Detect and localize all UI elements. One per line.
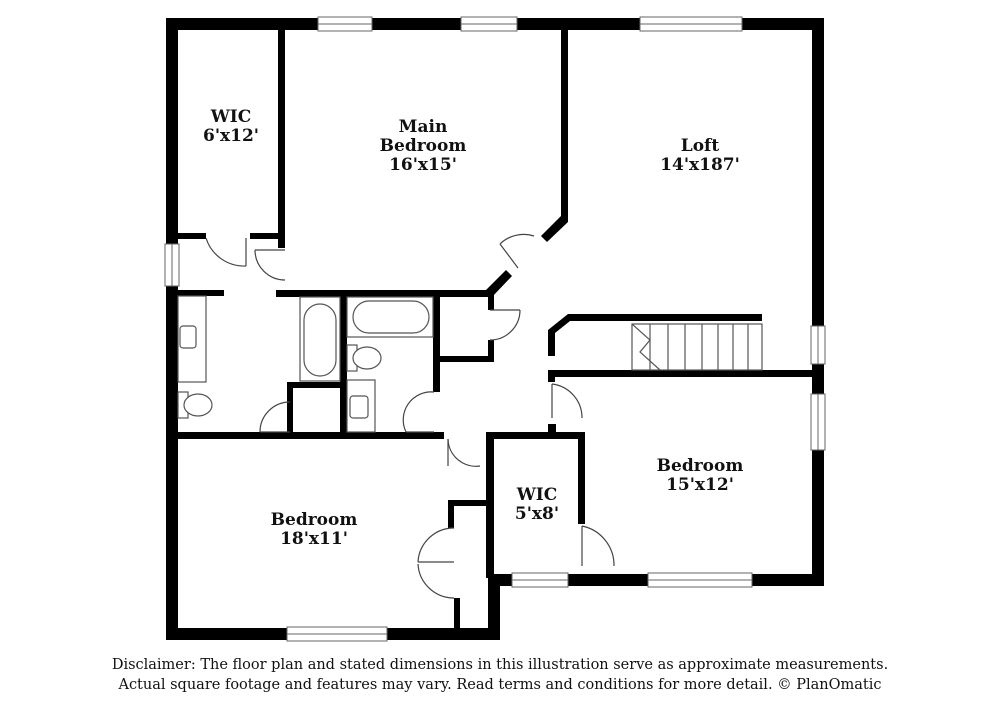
- loft-size: 14'x187': [660, 155, 740, 175]
- disclaimer-line-2: Actual square footage and features may v…: [118, 677, 882, 693]
- loft-name: Loft: [681, 136, 720, 156]
- wic-main-name: WIC: [210, 107, 252, 127]
- wic-small-size: 5'x8': [515, 504, 559, 524]
- bath-fixtures: [177, 295, 434, 433]
- door-swings: [205, 233, 615, 599]
- bedroom-right-name: Bedroom: [657, 456, 744, 476]
- wic-small-name: WIC: [516, 485, 558, 505]
- disclaimer-line-1: Disclaimer: The floor plan and stated di…: [111, 657, 889, 673]
- staircase: [631, 323, 763, 371]
- main-bedroom-name-1: Main: [399, 117, 448, 137]
- room-labels: WIC 6'x12' Main Bedroom 16'x15' Loft 14'…: [203, 107, 743, 549]
- bedroom-left-size: 18'x11': [280, 529, 348, 549]
- wic-main-size: 6'x12': [203, 126, 259, 146]
- main-bedroom-name-2: Bedroom: [380, 136, 467, 156]
- interior-walls: [178, 30, 824, 634]
- bedroom-right-size: 15'x12': [666, 475, 734, 495]
- main-bedroom-size: 16'x15': [389, 155, 457, 175]
- windows: [164, 16, 826, 642]
- bedroom-left-name: Bedroom: [271, 510, 358, 530]
